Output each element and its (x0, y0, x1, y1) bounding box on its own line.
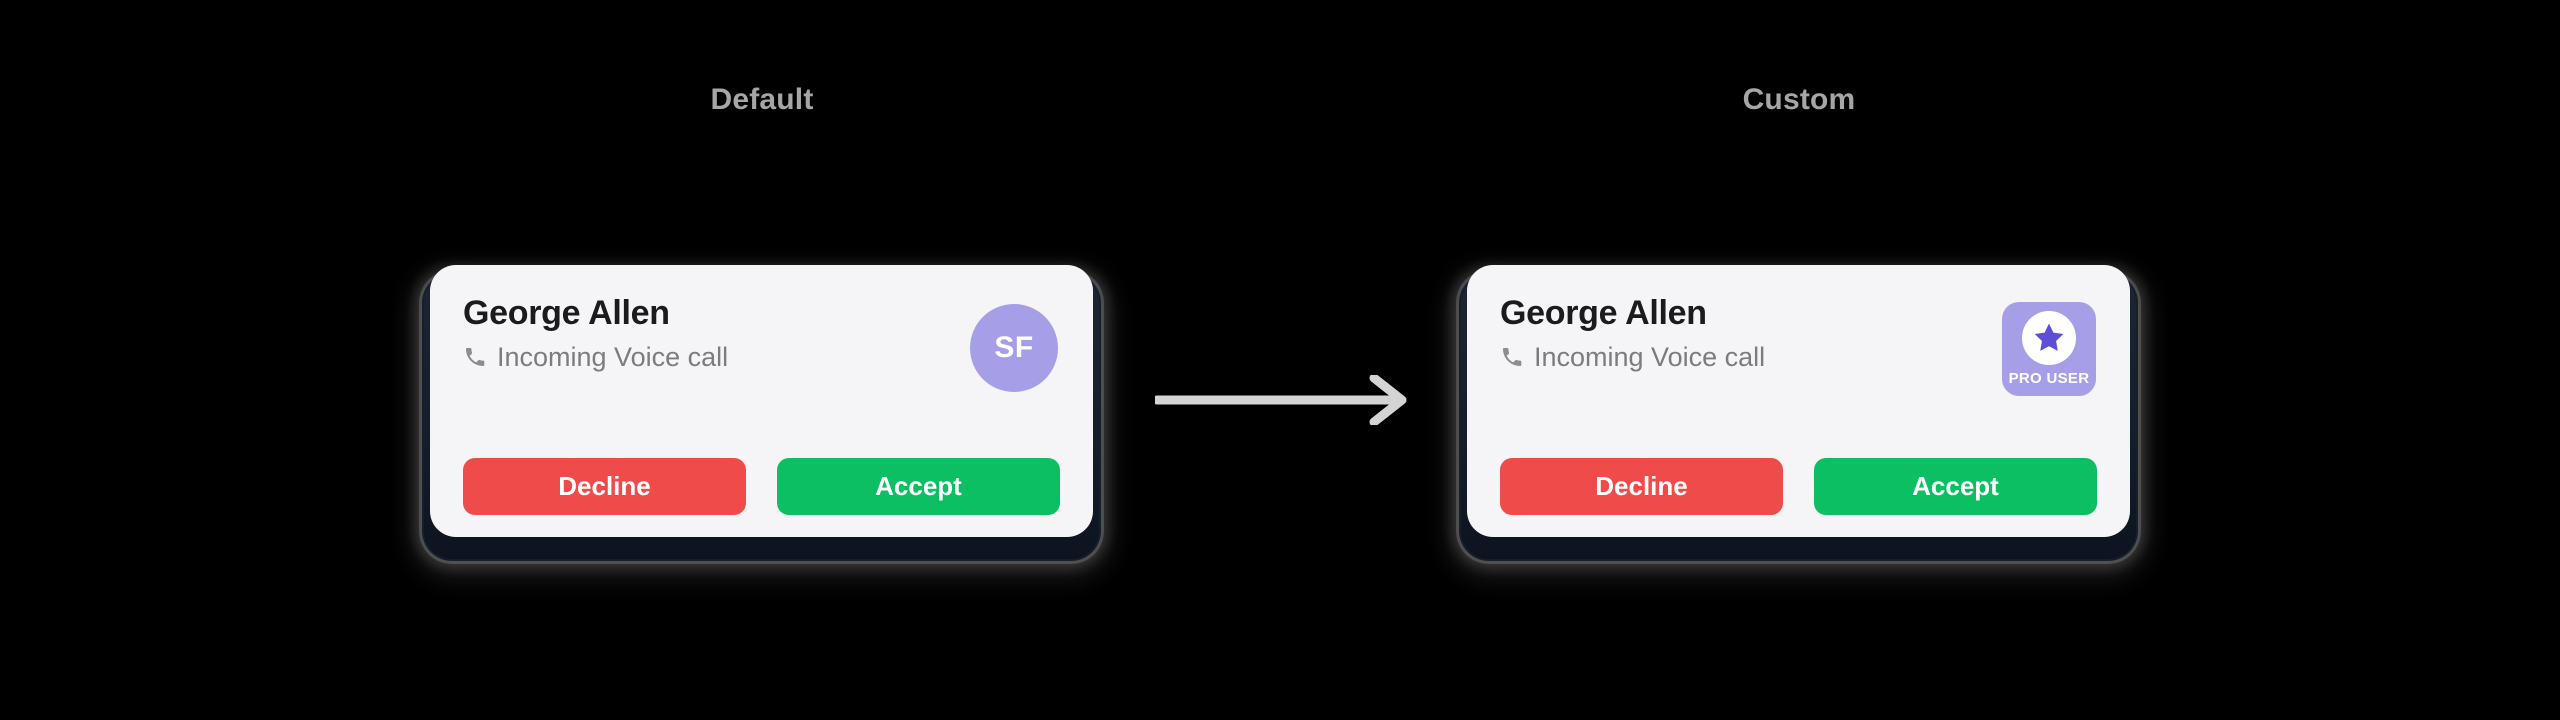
avatar[interactable]: SF (970, 304, 1058, 392)
pro-user-badge[interactable]: PRO USER (2002, 302, 2096, 396)
section-caption-custom: Custom (1742, 83, 1856, 116)
decline-button[interactable]: Decline (463, 458, 746, 515)
accept-button[interactable]: Accept (1814, 458, 2097, 515)
caller-name: George Allen (463, 294, 670, 332)
call-status-text: Incoming Voice call (497, 342, 729, 372)
default-call-notification-card: George Allen Incoming Voice call SF Decl… (422, 265, 1101, 561)
pro-badge-label: PRO USER (2008, 370, 2090, 387)
card-header: George Allen Incoming Voice call (463, 292, 1073, 374)
card-surface: George Allen Incoming Voice call SF Decl… (430, 265, 1093, 537)
caller-name: George Allen (1500, 294, 1707, 332)
custom-call-notification-card: George Allen Incoming Voice call PRO USE… (1459, 265, 2138, 561)
avatar-initials: SF (994, 331, 1034, 364)
card-actions: Decline Accept (463, 458, 1060, 515)
card-header: George Allen Incoming Voice call (1500, 292, 2110, 374)
call-status-text: Incoming Voice call (1534, 342, 1766, 372)
arrow-right-icon (1155, 375, 1407, 425)
call-status-row: Incoming Voice call (1500, 340, 2110, 374)
phone-icon (1503, 348, 1522, 366)
star-icon (2034, 323, 2064, 351)
call-status-row: Incoming Voice call (463, 340, 1073, 374)
phone-icon (466, 348, 485, 366)
pro-badge-disc (2022, 311, 2076, 365)
section-caption-default: Default (710, 83, 814, 116)
accept-button[interactable]: Accept (777, 458, 1060, 515)
card-actions: Decline Accept (1500, 458, 2097, 515)
card-surface: George Allen Incoming Voice call PRO USE… (1467, 265, 2130, 537)
decline-button[interactable]: Decline (1500, 458, 1783, 515)
